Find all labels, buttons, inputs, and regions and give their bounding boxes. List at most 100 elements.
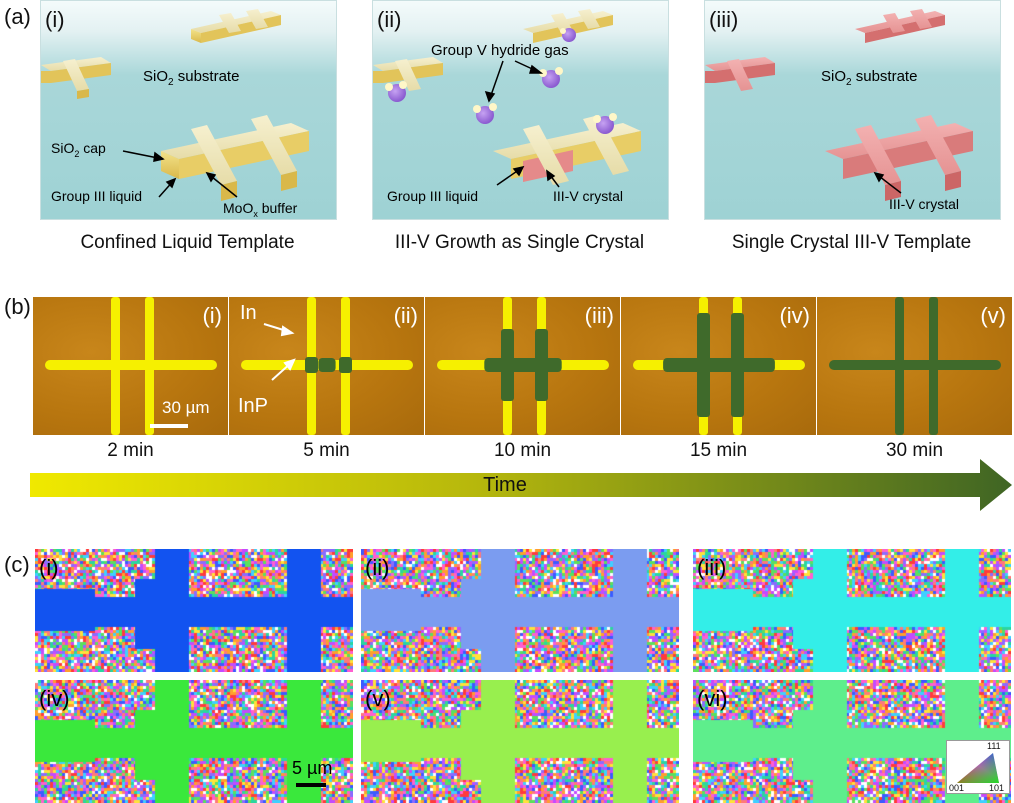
- cross-structure: [829, 297, 1001, 435]
- ebsd-map: (v): [361, 680, 679, 803]
- roman-a-iii: (iii): [709, 7, 739, 32]
- crystal-cross-small: [855, 9, 945, 43]
- roman-a-ii: (ii): [377, 7, 402, 32]
- time-label: 15 min: [689, 440, 748, 461]
- micrograph-tile: (ii): [229, 297, 424, 435]
- buffer-text: MoOx buffer: [223, 200, 298, 219]
- in-label: In: [240, 302, 257, 324]
- cross-bar: [697, 313, 710, 417]
- orientation-map: [361, 549, 679, 672]
- liquid-text: Group III liquid: [387, 188, 478, 204]
- panel-a-ii: Group V hydride gas Group III liquid III…: [372, 0, 669, 220]
- substrate-text: SiO2 substrate: [821, 68, 917, 88]
- panel-a-label: (a): [4, 4, 31, 29]
- single-crystal-illustration: SiO2 substrate III-V crystal: [705, 9, 973, 212]
- template-cross-left: [373, 57, 443, 91]
- roman-a-i: (i): [45, 7, 65, 32]
- hydride-molecules: [385, 28, 617, 134]
- cross-bar: [111, 297, 120, 435]
- cross-bar: [318, 358, 336, 372]
- growth-illustration: Group V hydride gas Group III liquid III…: [373, 9, 641, 204]
- time-arrow: [30, 459, 1012, 511]
- orientation-map: [361, 680, 679, 803]
- panel-a-i: SiO2 substrate SiO2 cap Group III liquid…: [40, 0, 337, 220]
- substrate-text: SiO2 substrate: [143, 68, 239, 88]
- cross-bar: [484, 358, 562, 372]
- time-arrow-label: Time: [483, 474, 527, 496]
- pointer-arrows: [122, 150, 238, 198]
- cross-bar: [731, 313, 744, 417]
- crystal-text: III-V crystal: [553, 188, 623, 204]
- time-label: 30 min: [885, 440, 944, 461]
- map-roman: (vi): [697, 686, 728, 711]
- template-cross-left: [41, 57, 111, 99]
- tile-roman: (iii): [584, 303, 614, 328]
- time-label: 5 min: [303, 440, 350, 461]
- orientation-map: [693, 549, 1011, 672]
- orientation-map: [35, 549, 353, 672]
- cross-structure: [45, 297, 217, 435]
- cross-bar: [535, 329, 548, 401]
- caption-a-ii: III-V Growth as Single Crystal: [394, 232, 645, 253]
- micrograph-tile: (i): [33, 297, 228, 435]
- cap-text: SiO2 cap: [51, 140, 106, 159]
- ipf-triangle: [957, 753, 999, 783]
- map-roman: (i): [39, 555, 59, 580]
- ipf-legend: 111 001 101: [946, 740, 1010, 794]
- ipf-111: 111: [987, 741, 1001, 751]
- cross-structure: [633, 297, 805, 435]
- cross-bar: [501, 329, 514, 401]
- panel-b-label: (b): [4, 294, 31, 319]
- cross-structure: [437, 297, 609, 435]
- cross-bar: [305, 357, 318, 373]
- micrograph-tile: (iii): [425, 297, 620, 435]
- cross-bar: [929, 297, 938, 435]
- inp-label: InP: [238, 395, 269, 417]
- cross-bar: [663, 358, 775, 372]
- micrograph-tile: (iv): [621, 297, 816, 435]
- ebsd-map: (iv): [35, 680, 353, 803]
- tile-roman: (iv): [779, 303, 810, 328]
- ebsd-map: (ii): [361, 549, 679, 672]
- template-cross-small: [191, 9, 281, 43]
- scale-bar-30um-label: 30 µm: [162, 398, 210, 417]
- crystal-cross-left: [705, 57, 775, 91]
- pointer-arrows: [873, 171, 902, 194]
- ebsd-map: (iii): [693, 549, 1011, 672]
- map-roman: (iii): [697, 555, 727, 580]
- orientation-map: [35, 680, 353, 803]
- panel-c-label: (c): [4, 552, 30, 577]
- scale-bar-5um-label: 5 µm: [292, 758, 333, 778]
- ipf-101: 101: [989, 783, 1005, 793]
- tile-roman: (v): [980, 303, 1006, 328]
- scale-bar-30um: [150, 424, 188, 428]
- confined-template-illustration: SiO2 substrate SiO2 cap Group III liquid…: [41, 9, 309, 219]
- map-roman: (iv): [39, 686, 70, 711]
- cross-bar: [895, 297, 904, 435]
- cross-bar: [339, 357, 352, 373]
- cross-bar: [145, 297, 154, 435]
- cross-bar: [45, 360, 217, 370]
- pointer-arrows: [484, 60, 560, 188]
- time-label: 2 min: [107, 440, 154, 461]
- in-inp-arrows: [263, 323, 296, 381]
- liquid-text: Group III liquid: [51, 188, 142, 204]
- ebsd-map: (i): [35, 549, 353, 672]
- time-label: 10 min: [493, 440, 552, 461]
- ipf-001: 001: [949, 783, 965, 793]
- crystal-text: III-V crystal: [889, 196, 959, 212]
- map-roman: (v): [365, 686, 391, 711]
- crystal-cross-large: [825, 115, 973, 201]
- tile-roman: (ii): [393, 303, 418, 328]
- map-roman: (ii): [365, 555, 390, 580]
- scale-bar-5um: [296, 783, 326, 787]
- tile-roman: (i): [202, 303, 222, 328]
- template-cross-large: [161, 115, 309, 201]
- caption-a-iii: Single Crystal III-V Template: [731, 232, 972, 253]
- panel-a-iii: SiO2 substrate III-V crystal (iii): [704, 0, 1001, 220]
- template-cross-large: [493, 115, 641, 185]
- gas-text: Group V hydride gas: [431, 42, 569, 59]
- micrograph-tile: (v): [817, 297, 1012, 435]
- template-cross-small: [523, 9, 613, 43]
- caption-a-i: Confined Liquid Template: [80, 232, 295, 253]
